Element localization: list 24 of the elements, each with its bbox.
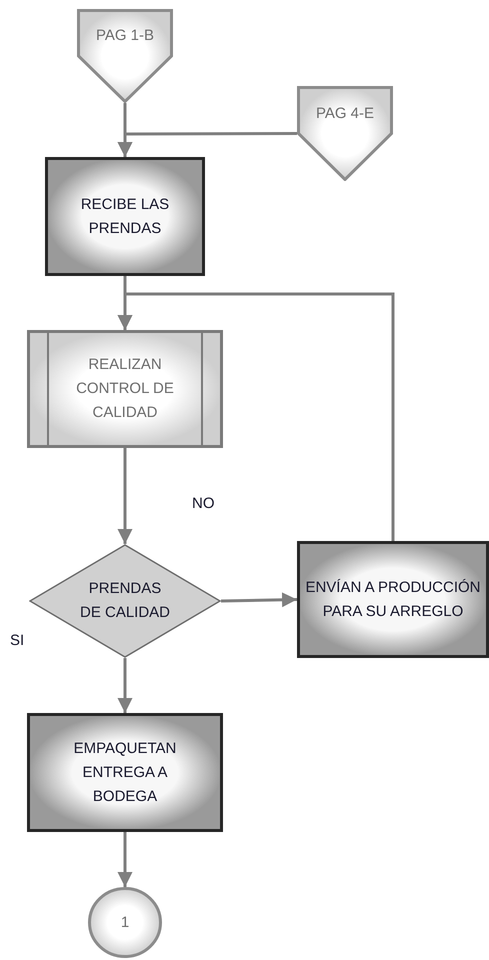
arrow <box>118 448 132 544</box>
node-text: REALIZAN CONTROL DE CALIDAD <box>75 355 175 423</box>
arrow <box>118 658 132 713</box>
offpage-connector <box>297 86 393 181</box>
process-box <box>45 157 205 276</box>
offpage-connector <box>77 9 173 103</box>
node-text: EMPAQUETAN ENTREGA A BODEGA <box>72 738 178 806</box>
node-text: 1 <box>120 912 130 932</box>
branch-label: SI <box>10 631 24 651</box>
process-box <box>27 713 223 832</box>
arrow <box>220 592 298 608</box>
node-text: PRENDAS DE CALIDAD <box>78 579 172 623</box>
branch-label: NO <box>192 494 214 514</box>
node-text: PAG 4-E <box>316 104 374 124</box>
connector-circle <box>88 887 162 958</box>
node-text: RECIBE LAS PRENDAS <box>80 194 170 238</box>
node-text: ENVÍAN A PRODUCCIÓN PARA SU ARREGLO <box>305 578 481 622</box>
arrow <box>118 832 132 887</box>
arrow <box>118 132 297 157</box>
process-box <box>297 541 489 658</box>
node-text: PAG 1-B <box>96 26 154 46</box>
predefined-process-box <box>27 330 223 448</box>
arrow <box>118 292 394 541</box>
decision-diamond <box>29 544 221 658</box>
